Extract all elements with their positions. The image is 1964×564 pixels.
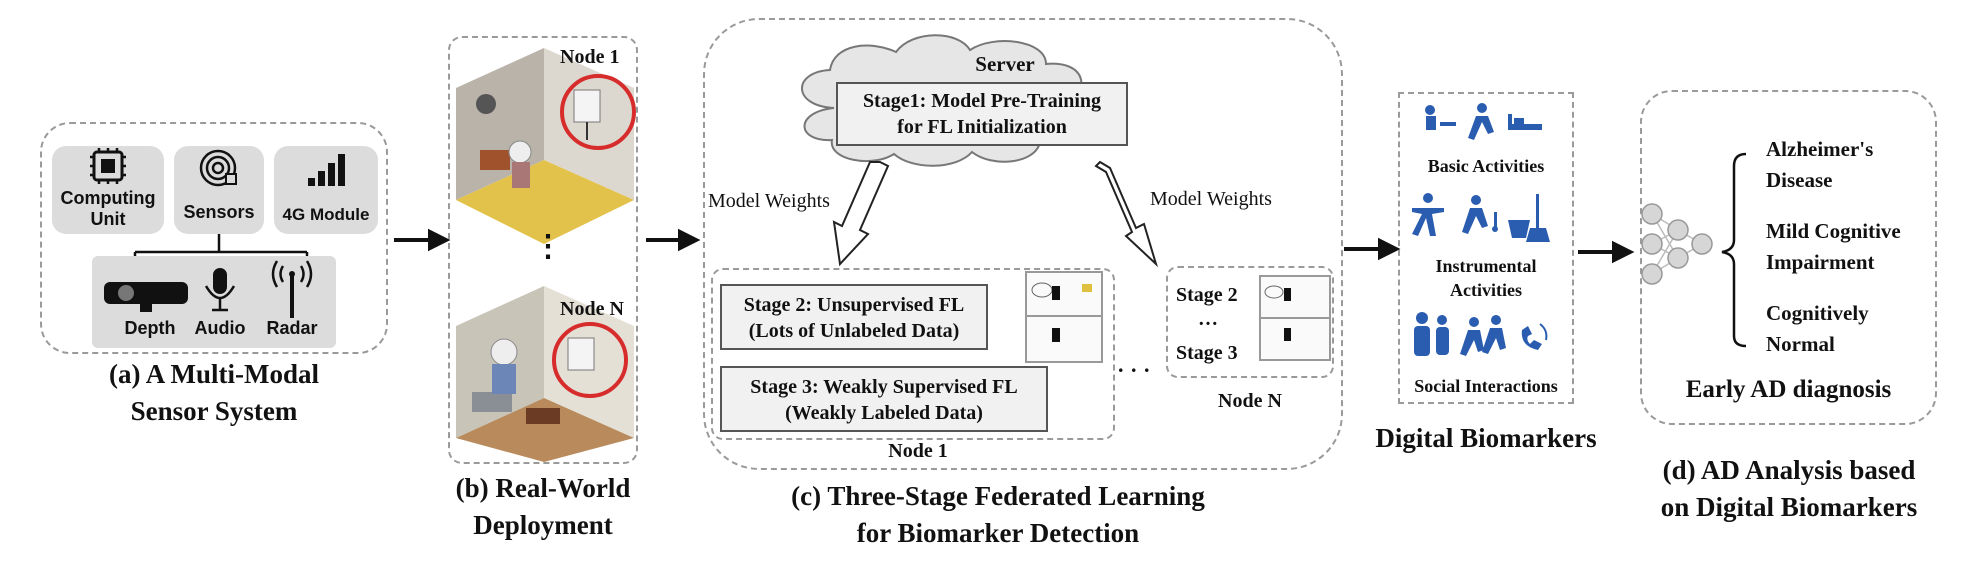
sensors-tile: Sensors — [174, 146, 264, 234]
outcome-cognitively-normal: Cognitively Normal — [1766, 301, 1869, 356]
nodeN-label: Node N — [560, 298, 624, 320]
cpu-chip-icon — [90, 148, 126, 184]
server-label: Server — [975, 52, 1035, 76]
caption-d: (d) AD Analysis based on Digital Biomark… — [1660, 455, 1918, 522]
outcome-mci: Mild Cognitive Impairment — [1766, 219, 1901, 274]
caption-b: (b) Real-World Deployment — [455, 473, 631, 540]
federated-panel — [703, 18, 1343, 470]
node1-fl-label: Node 1 — [888, 440, 948, 462]
sensors-label: Sensors — [183, 202, 255, 222]
basic-activities-label: Basic Activities — [1427, 156, 1545, 176]
analysis-panel — [1640, 90, 1937, 425]
nodes-ellipsis: . . . — [1118, 352, 1151, 377]
outcome-alzheimers: Alzheimer's Disease — [1766, 137, 1874, 192]
node1-label: Node 1 — [560, 46, 620, 68]
node1-group — [711, 268, 1115, 440]
computing-unit-label: Computing Unit — [60, 188, 156, 229]
radar-label: Radar — [266, 318, 318, 338]
module-4g-label: 4G Module — [282, 205, 370, 224]
caption-c: (c) Three-Stage Federated Learning for B… — [791, 481, 1205, 548]
caption-biomarkers: Digital Biomarkers — [1375, 423, 1597, 453]
stage3-box: Stage 3: Weakly Supervised FL (Weakly La… — [720, 366, 1048, 432]
deployment-panel — [448, 36, 638, 464]
sensor-system-panel — [40, 122, 388, 354]
nodeN-group — [1166, 266, 1334, 378]
radar-antenna-icon — [271, 260, 313, 318]
weights-right-label: Model Weights — [1150, 188, 1272, 210]
nodeN-stage3-label: Stage 3 — [1176, 342, 1238, 364]
stage1-box: Stage1: Model Pre-Training for FL Initia… — [836, 82, 1128, 146]
biomarkers-panel — [1398, 92, 1574, 404]
signal-bars-icon — [308, 154, 345, 186]
weights-left-label: Model Weights — [708, 190, 830, 212]
nodeN-dots-label: … — [1198, 308, 1218, 330]
caption-a: (a) A Multi-Modal Sensor System — [109, 359, 319, 426]
nodeN-fl-label: Node N — [1218, 390, 1282, 412]
social-interactions-label: Social Interactions — [1414, 376, 1558, 396]
module-4g-tile: 4G Module — [274, 146, 378, 234]
depth-label: Depth — [124, 318, 176, 338]
deployment-ellipsis: ⋮ — [533, 230, 563, 263]
nodeN-stage2-label: Stage 2 — [1176, 284, 1238, 306]
depth-camera-icon — [104, 282, 188, 312]
early-ad-diagnosis-label: Early AD diagnosis — [1685, 376, 1892, 403]
stage2-box: Stage 2: Unsupervised FL (Lots of Unlabe… — [720, 284, 988, 350]
instrumental-activities-label: Instrumental Activities — [1435, 256, 1537, 300]
computing-unit-tile: Computing Unit — [52, 146, 164, 234]
sensor-rings-icon — [199, 149, 237, 187]
audio-label: Audio — [194, 318, 246, 338]
sensors-row-tile: Depth Audio Radar — [92, 256, 336, 348]
microphone-icon — [204, 268, 236, 312]
